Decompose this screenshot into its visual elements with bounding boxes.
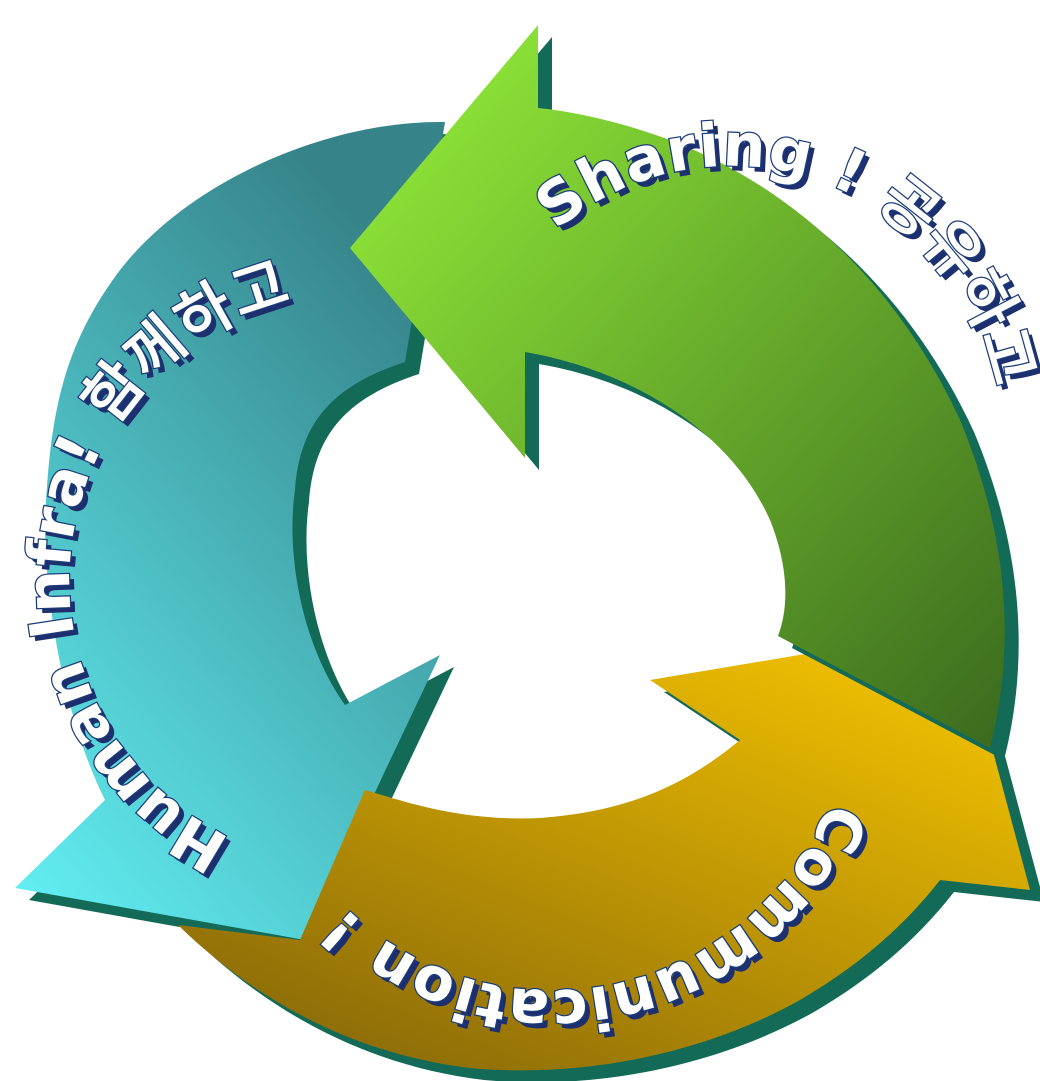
arrow-communication [178, 628, 1040, 1081]
arrow-sharing [350, 25, 1019, 760]
arrow-human-infra-face [15, 121, 445, 940]
arrow-communication-face [178, 628, 1030, 1071]
arrow-human-infra [15, 121, 459, 952]
arrow-sharing-face [350, 25, 1005, 748]
